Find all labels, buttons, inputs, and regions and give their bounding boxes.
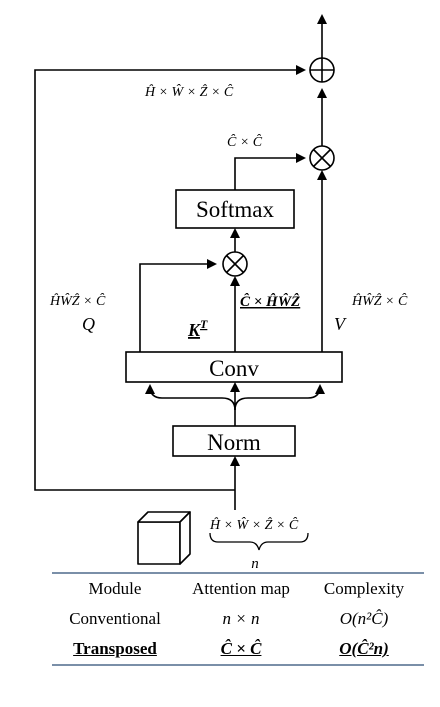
table-row: Transposed Ĉ × Ĉ O(Ĉ²n) — [52, 634, 424, 664]
attn-dims-label: Ĉ × Ĉ — [227, 133, 263, 150]
v-dims-label: ĤŴẐ × Ĉ — [351, 292, 408, 309]
q-label: Q — [82, 314, 95, 334]
kt-label: KT — [187, 317, 208, 340]
q-dims-label: ĤŴẐ × Ĉ — [49, 292, 106, 309]
cell-module: Transposed — [73, 639, 157, 658]
table-row: Conventional n × n O(n²Ĉ) — [52, 604, 424, 634]
softmax-label: Softmax — [196, 197, 274, 222]
cell-module: Conventional — [69, 609, 161, 628]
header-module: Module — [88, 579, 142, 598]
table-bottom-rule — [52, 664, 424, 666]
input-dims-label: Ĥ × Ŵ × Ẑ × Ĉ — [209, 516, 299, 533]
k-dims-label: Ĉ × ĤŴẐ — [240, 293, 300, 310]
skip-connection — [34, 65, 306, 491]
cell-complexity: O(n²Ĉ) — [339, 609, 389, 628]
table-top-rule — [52, 572, 424, 574]
norm-box — [172, 425, 296, 457]
cube-icon — [137, 511, 191, 565]
mul-node-bottom — [222, 251, 248, 277]
cell-attention-map: n × n — [222, 609, 260, 628]
mul-node-top — [309, 145, 335, 171]
conv-label: Conv — [209, 356, 259, 381]
norm-to-conv-arrows — [145, 382, 325, 426]
norm-label: Norm — [207, 430, 261, 455]
v-label: V — [334, 314, 347, 334]
header-complexity: Complexity — [323, 579, 405, 598]
cell-complexity: O(Ĉ²n) — [339, 639, 389, 658]
n-label: n — [251, 556, 259, 572]
softmax-to-mul-arrow — [234, 153, 306, 190]
input-brace — [209, 532, 309, 551]
q-path — [139, 259, 217, 352]
table-header-row: Module Attention map Complexity — [52, 574, 424, 604]
complexity-table: Module Attention map Complexity Conventi… — [52, 572, 424, 666]
cell-attention-map: Ĉ × Ĉ — [220, 639, 262, 658]
skip-dims-label: Ĥ × Ŵ × Ẑ × Ĉ — [144, 83, 234, 100]
add-node — [309, 57, 335, 83]
header-attention-map: Attention map — [192, 579, 290, 598]
conv-box — [125, 351, 343, 383]
